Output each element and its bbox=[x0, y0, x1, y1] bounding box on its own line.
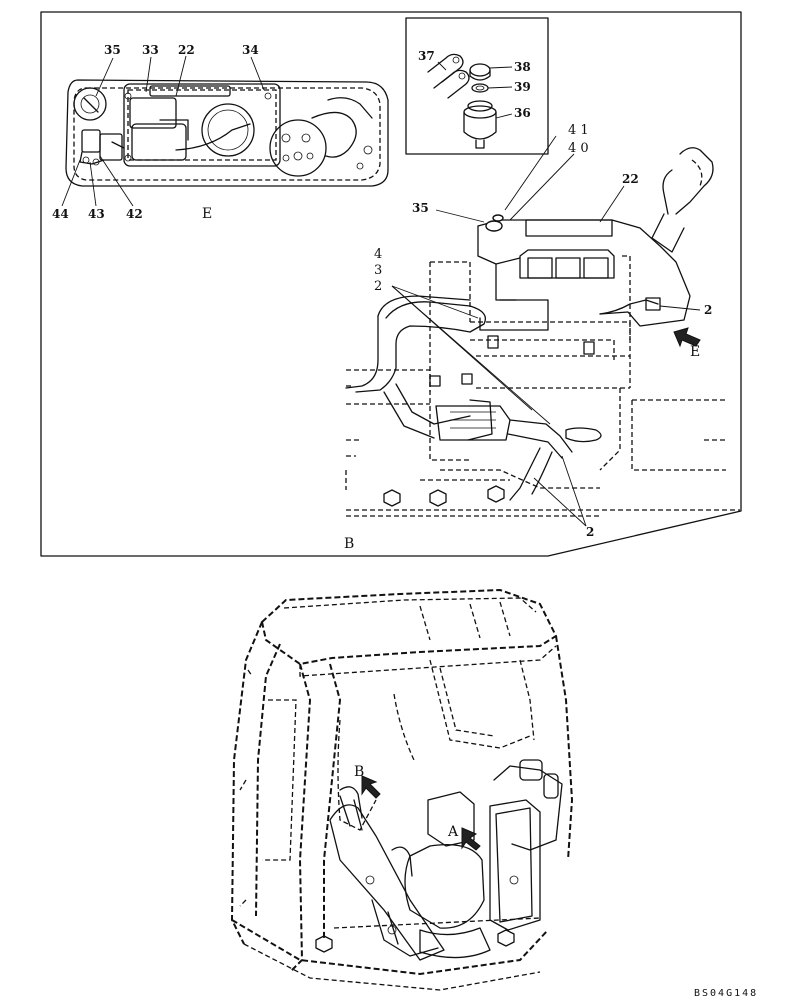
label-35-detail-b: 35 bbox=[412, 201, 429, 215]
key-switch-inset-drawing bbox=[427, 53, 497, 149]
view-letter-b: B bbox=[344, 536, 354, 552]
label-38: 38 bbox=[514, 60, 531, 74]
label-37: 37 bbox=[418, 49, 435, 63]
label-34: 34 bbox=[242, 43, 259, 57]
detail-b-drawing bbox=[345, 147, 714, 507]
label-stack-4: 4 bbox=[374, 247, 382, 262]
label-22-detail-b: 22 bbox=[622, 172, 639, 186]
label-stack-3: 3 bbox=[374, 263, 382, 278]
view-arrow-b bbox=[361, 775, 381, 799]
label-42: 42 bbox=[126, 207, 143, 221]
label-33: 33 bbox=[142, 43, 159, 57]
arrow-label-a: A bbox=[447, 824, 459, 840]
view-arrow-a bbox=[461, 827, 481, 851]
detail-e-drawing bbox=[65, 79, 389, 187]
label-2-bottom: 2 bbox=[586, 525, 594, 539]
label-44: 44 bbox=[52, 207, 69, 221]
arrow-label-b: B bbox=[354, 764, 364, 780]
label-40: 4 0 bbox=[568, 141, 589, 156]
view-letter-e: E bbox=[202, 206, 212, 222]
key-switch-inset-frame bbox=[405, 17, 549, 155]
label-stack-2: 2 bbox=[374, 279, 382, 294]
label-35-detail-e: 35 bbox=[104, 43, 121, 57]
label-41: 4 1 bbox=[568, 123, 589, 138]
detail-b-hidden-lines bbox=[345, 255, 740, 517]
label-22-detail-e: 22 bbox=[178, 43, 195, 57]
label-2-right: 2 bbox=[704, 303, 712, 317]
label-36: 36 bbox=[514, 106, 531, 120]
drawing-code: BS04G148 bbox=[694, 988, 758, 999]
arrow-label-e: E bbox=[690, 344, 700, 360]
view-arrow-e bbox=[673, 327, 701, 348]
detail-frame bbox=[40, 11, 742, 557]
label-39: 39 bbox=[514, 80, 531, 94]
cab-drawing bbox=[230, 588, 574, 991]
label-43: 43 bbox=[88, 207, 105, 221]
